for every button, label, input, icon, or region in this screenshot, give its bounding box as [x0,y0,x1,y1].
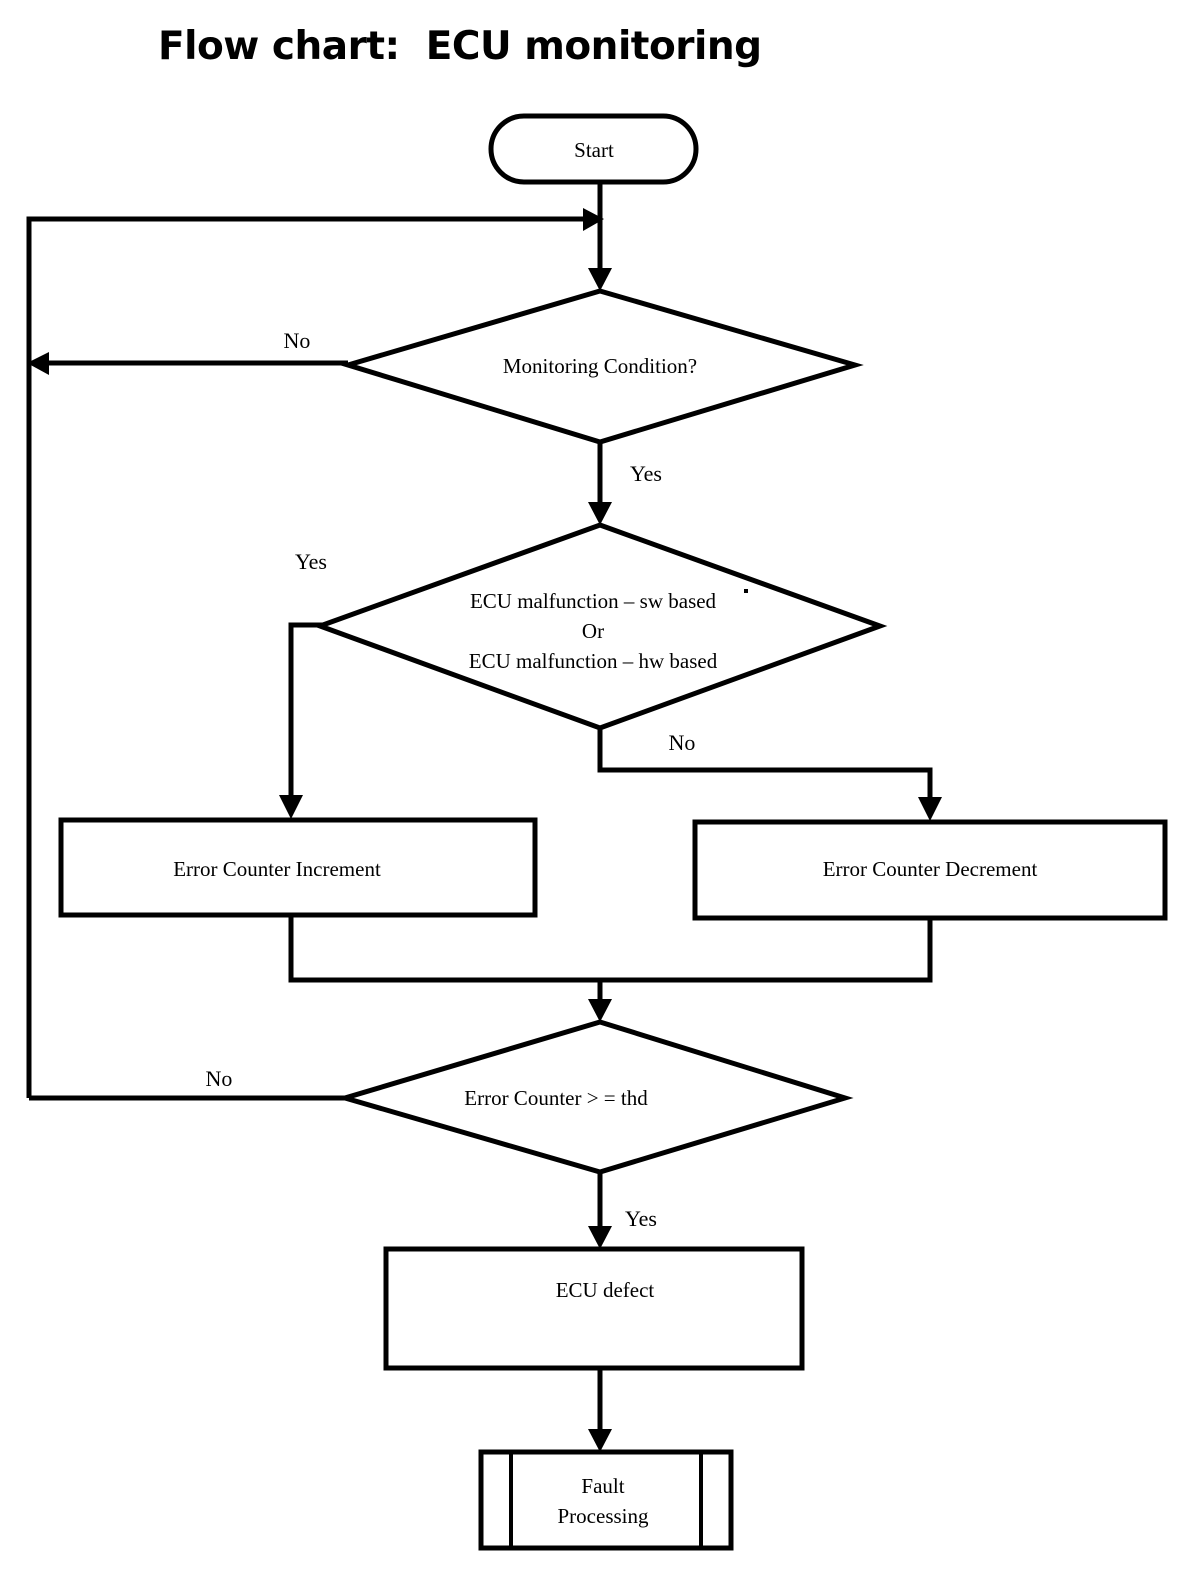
edge-label-threshold-no: No [206,1066,233,1091]
edge-threshold-yes [588,1172,612,1249]
edge-label-threshold-yes: Yes [625,1206,657,1231]
node-fault-processing-line2: Processing [558,1504,649,1528]
edge-label-malfunction-no: No [669,730,696,755]
node-error-counter-threshold[interactable]: Error Counter > = thd [336,1019,854,1175]
edge-merge-to-threshold [588,980,612,1022]
node-fault-processing[interactable]: Fault Processing [478,1449,734,1551]
node-ecu-malfunction-line1: ECU malfunction – sw based [470,589,717,613]
edge-monitoring-no [27,352,348,375]
edge-malfunction-no [597,728,942,821]
edge-start-to-monitoring [588,182,612,291]
node-monitoring-condition-label: Monitoring Condition? [503,354,697,378]
node-error-counter-threshold-label: Error Counter > = thd [464,1086,648,1110]
node-ecu-malfunction-line3: ECU malfunction – hw based [469,649,718,673]
edge-monitoring-yes [588,442,612,525]
node-error-counter-decrement-label: Error Counter Decrement [823,857,1038,881]
edge-malfunction-yes [279,622,328,819]
edge-label-monitoring-yes: Yes [630,461,662,486]
node-monitoring-condition[interactable]: Monitoring Condition? [339,288,864,445]
node-ecu-defect[interactable]: ECU defect [383,1246,805,1371]
edge-defect-to-fault [588,1368,612,1452]
edge-increment-to-merge [288,915,933,983]
node-start[interactable]: Start [488,113,699,185]
node-ecu-malfunction-line2: Or [582,619,604,643]
node-ecu-defect-label: ECU defect [556,1278,655,1302]
scan-speck [744,589,748,593]
edge-feedback-loop [26,208,604,1098]
edge-label-malfunction-yes: Yes [295,549,327,574]
page-title: Flow chart: ECU monitoring [158,24,762,69]
node-error-counter-increment-label: Error Counter Increment [173,857,381,881]
node-ecu-malfunction[interactable]: ECU malfunction – sw based Or ECU malfun… [312,522,888,731]
node-fault-processing-line1: Fault [581,1474,624,1498]
node-error-counter-increment[interactable]: Error Counter Increment [58,817,538,918]
node-error-counter-decrement[interactable]: Error Counter Decrement [692,819,1168,921]
edge-label-monitoring-no: No [284,328,311,353]
node-start-label: Start [574,138,614,162]
